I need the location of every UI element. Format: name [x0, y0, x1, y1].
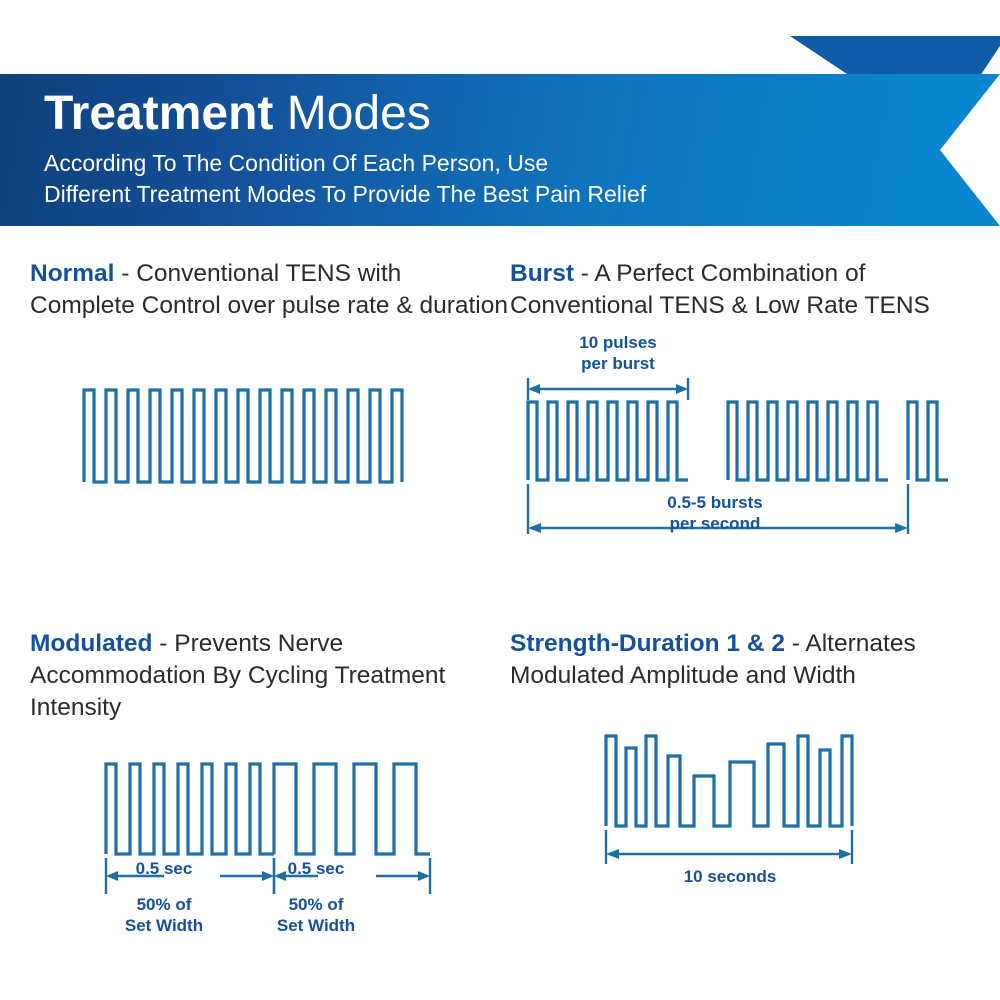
burst-rate-label: 0.5-5 bursts per second — [667, 493, 763, 533]
mode-card-normal: Normal - Conventional TENS with Complete… — [30, 258, 510, 524]
waveform-burst-area: 10 pulses per burst 0.5-5 bursts per sec… — [510, 332, 990, 562]
page-subtitle-line1: According To The Condition Of Each Perso… — [44, 150, 549, 176]
page-subtitle-line2: Different Treatment Modes To Provide The… — [44, 181, 647, 207]
mode-strength-duration-text: Strength-Duration 1 & 2 - Alternates Mod… — [510, 628, 990, 692]
mode-burst-text: Burst - A Perfect Combination of Convent… — [510, 258, 990, 322]
mode-card-modulated: Modulated - Prevents Nerve Accommodation… — [30, 628, 510, 996]
mode-normal-description: - Conventional TENS with Complete Contro… — [30, 260, 509, 319]
waveform-normal-area — [30, 364, 510, 524]
waveform-strength-duration-area: 10 seconds — [510, 714, 990, 964]
header-banner: Treatment Modes According To The Conditi… — [0, 36, 1000, 236]
banner-background — [0, 74, 940, 226]
page-title-light: Modes — [286, 87, 431, 140]
waveform-modulated-area: 0.5 sec 0.5 sec 50% of Set Width 50% of … — [30, 746, 510, 996]
modulated-right-width-label: 50% of Set Width — [276, 895, 356, 935]
mode-card-strength-duration: Strength-Duration 1 & 2 - Alternates Mod… — [510, 628, 990, 964]
modulated-left-width-label: 50% of Set Width — [124, 895, 204, 935]
mode-modulated-description: - Prevents Nerve Accommodation By Cyclin… — [30, 630, 446, 721]
mode-normal-name: Normal — [30, 260, 115, 287]
burst-pulses-label: 10 pulses per burst — [579, 333, 657, 373]
page-title: Treatment Modes — [44, 86, 924, 142]
strength-duration-seconds-label: 10 seconds — [683, 867, 777, 886]
banner-text-block: Treatment Modes According To The Conditi… — [44, 86, 924, 210]
mode-modulated-text: Modulated - Prevents Nerve Accommodation… — [30, 628, 510, 724]
mode-normal-text: Normal - Conventional TENS with Complete… — [30, 258, 510, 322]
waveform-strength-duration — [604, 734, 854, 864]
mode-card-burst: Burst - A Perfect Combination of Convent… — [510, 258, 990, 562]
modulated-left-time-label: 0.5 sec — [135, 859, 193, 878]
mode-burst-name: Burst — [510, 260, 574, 287]
waveform-normal — [82, 388, 404, 484]
banner-arrow-tip — [940, 74, 1000, 226]
mode-modulated-name: Modulated — [30, 630, 153, 657]
waveform-burst — [526, 378, 948, 534]
mode-strength-duration-name: Strength-Duration 1 & 2 — [510, 630, 785, 657]
mode-burst-description: - A Perfect Combination of Conventional … — [510, 260, 930, 319]
waveform-modulated — [104, 762, 432, 894]
modulated-right-time-label: 0.5 sec — [287, 859, 345, 878]
modes-grid: Normal - Conventional TENS with Complete… — [0, 258, 1000, 1000]
mode-strength-duration-description: - Alternates Modulated Amplitude and Wid… — [510, 630, 916, 689]
page-title-strong: Treatment — [44, 87, 274, 140]
